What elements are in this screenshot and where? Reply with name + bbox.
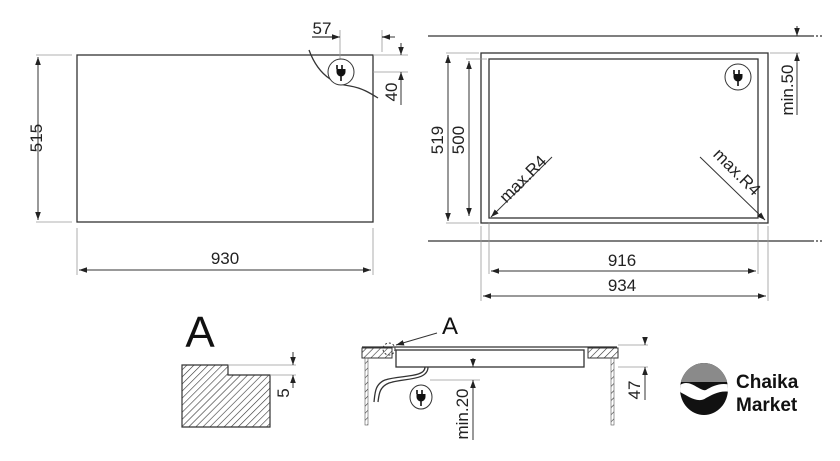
outer-width-label: 934: [608, 276, 636, 295]
hob-outline: [76, 54, 374, 223]
width-label: 930: [211, 249, 239, 268]
corner-radius-left-label: max.R4: [496, 152, 551, 207]
detail-a: A 5: [181, 308, 296, 428]
section-view: A min.20 47: [361, 313, 648, 440]
plug-icon: [409, 384, 433, 410]
step-height-label: 5: [274, 388, 293, 397]
back-clearance-label: min.50: [778, 64, 797, 115]
height-label: 47: [625, 381, 644, 400]
below-clearance-label: min.20: [453, 388, 472, 439]
logo-line2: Market: [736, 395, 798, 416]
hob-body: [395, 349, 585, 368]
chaika-market-logo: Chaika Market: [680, 363, 799, 416]
corner-radius-right-label: max.R4: [709, 145, 764, 200]
outer-depth-label: 519: [428, 126, 447, 154]
plug-icon: [724, 63, 752, 91]
plug-offset-x-label: 57: [313, 19, 332, 38]
detail-ref-label: A: [442, 313, 458, 340]
plug-icon: [327, 58, 355, 86]
logo-line1: Chaika: [736, 372, 799, 393]
detail-label: A: [185, 308, 215, 357]
cutout-view: 519 500 min.50 max.R4 max.R4 916 934: [420, 26, 822, 301]
depth-label: 515: [27, 124, 46, 152]
outer-cutout: [480, 52, 769, 224]
inner-cutout: [488, 58, 759, 219]
inner-width-label: 916: [608, 251, 636, 270]
top-view: 515 930 57 40: [27, 19, 408, 275]
inner-depth-label: 500: [449, 126, 468, 154]
plug-offset-y-label: 40: [382, 83, 401, 102]
worktop-profile: [181, 364, 271, 428]
